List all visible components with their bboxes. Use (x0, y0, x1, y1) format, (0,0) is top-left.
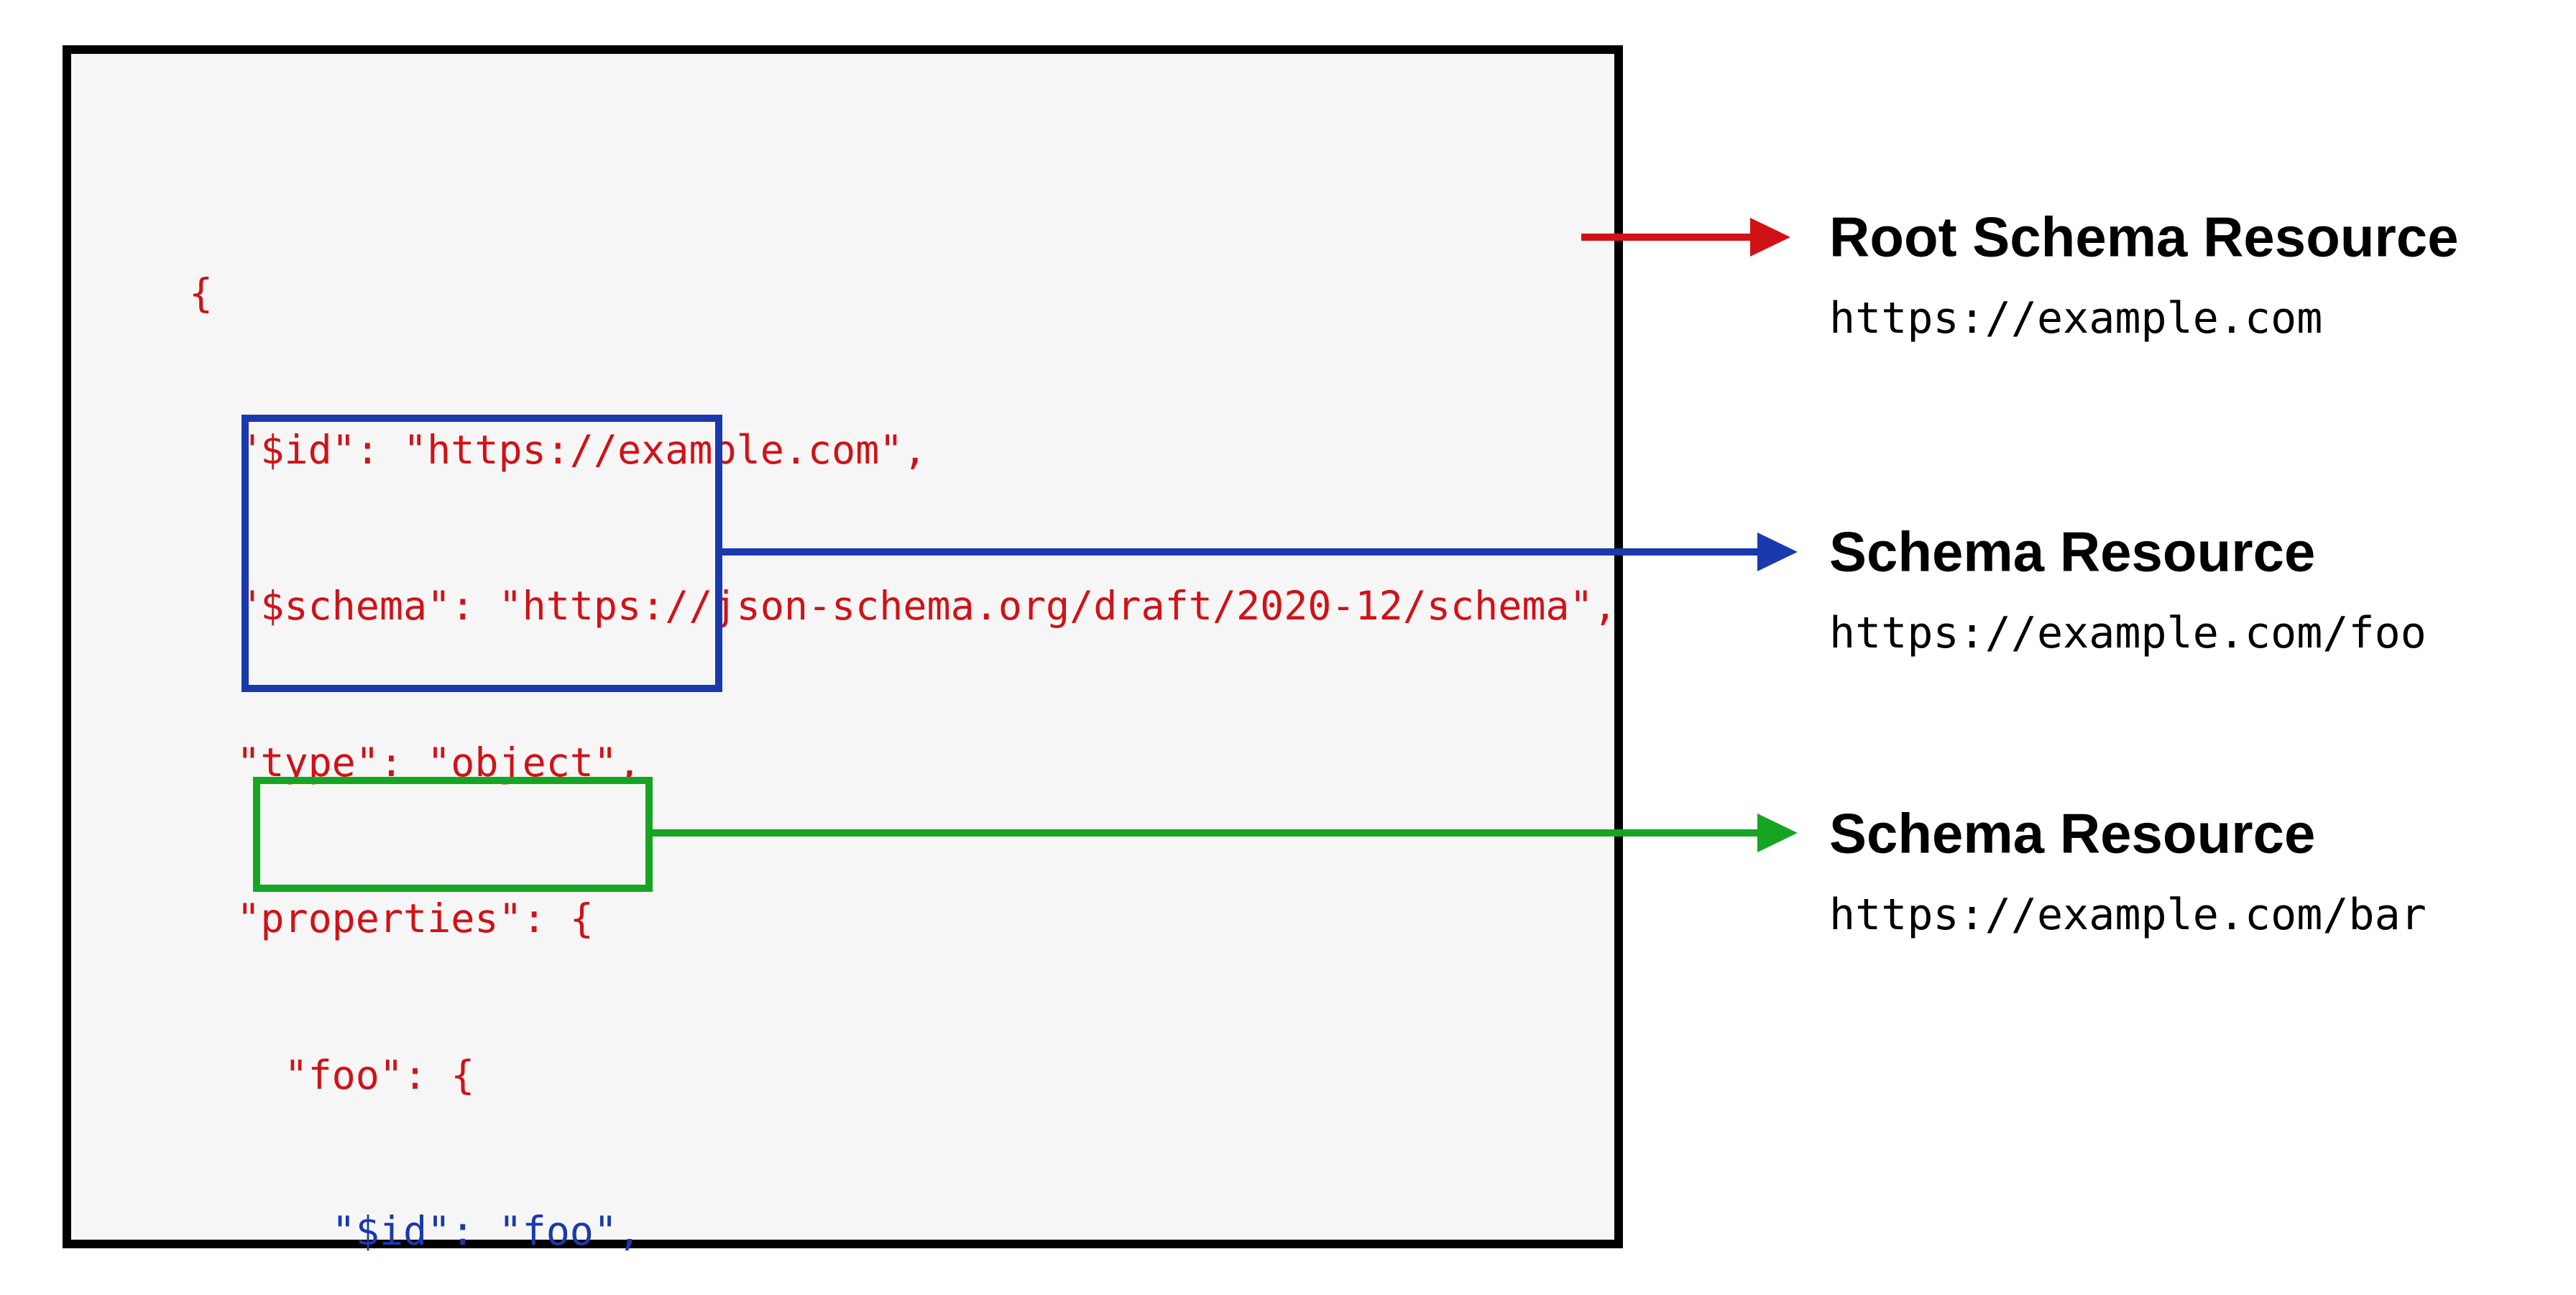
bar-schema-resource-label: Schema Resource (1829, 801, 2316, 865)
root-schema-arrow-head-icon (1750, 218, 1790, 257)
bar-schema-resource-url: https://example.com/bar (1829, 890, 2426, 940)
code-line: "properties": { (189, 895, 594, 941)
foo-schema-arrow-line (722, 548, 1757, 556)
bar-schema-highlight-box (253, 777, 653, 892)
code-line: "foo": { (189, 1051, 475, 1098)
root-schema-arrow-line (1581, 234, 1750, 241)
foo-schema-resource-url: https://example.com/foo (1829, 608, 2426, 658)
root-schema-resource-url: https://example.com (1829, 293, 2323, 344)
foo-schema-highlight-box (242, 415, 722, 692)
code-line: "$id": "https://example.com", (189, 426, 927, 473)
schema-code-block: { "$id": "https://example.com", "$schema… (189, 163, 1617, 1295)
code-line: "$id": "foo", (189, 1208, 642, 1254)
bar-schema-arrow-line (653, 829, 1757, 837)
bar-schema-arrow-head-icon (1757, 814, 1798, 852)
code-line: "$schema": "https://json-schema.org/draf… (189, 583, 1617, 629)
code-line: { (189, 270, 213, 316)
root-schema-resource-label: Root Schema Resource (1829, 205, 2459, 269)
foo-schema-resource-label: Schema Resource (1829, 520, 2316, 584)
schema-code-panel: { "$id": "https://example.com", "$schema… (63, 45, 1623, 1254)
foo-schema-arrow-head-icon (1757, 533, 1798, 571)
